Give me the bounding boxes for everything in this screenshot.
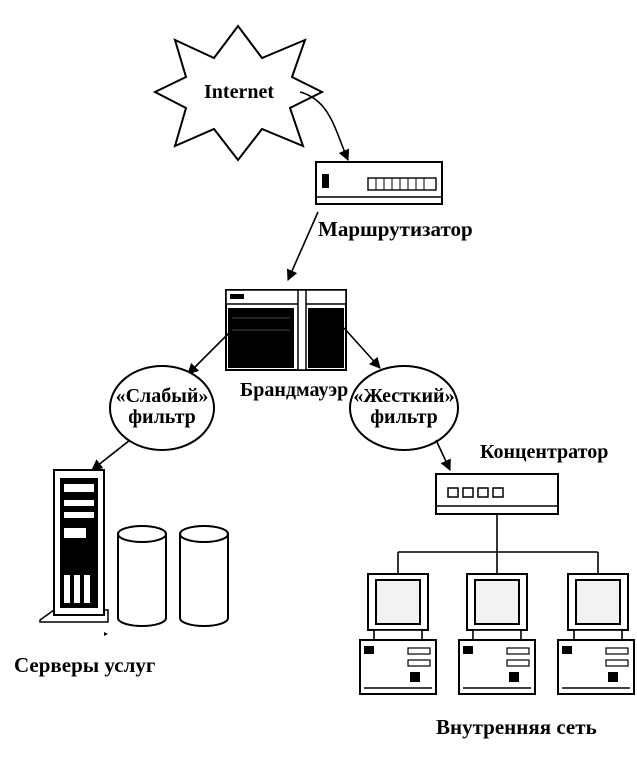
link-router-firewall [286, 211, 319, 282]
link-firewall-weak-filter [187, 329, 233, 375]
hub-device [435, 473, 559, 515]
link-internet-router [299, 91, 350, 162]
internal-network-label: Внутренняя сеть [436, 715, 597, 739]
link-firewall-strong-filter [343, 327, 381, 369]
link-weak-filter-server [91, 439, 131, 471]
internet-label: Internet [204, 81, 274, 103]
router-device [315, 161, 443, 205]
weak-filter-label: «Слабый» фильтр [110, 386, 214, 428]
internet-star-shape [152, 24, 325, 162]
weak-filter-ellipse [109, 365, 215, 451]
strong-filter-line-1: «Жесткий» [353, 385, 455, 407]
firewall-device [225, 289, 347, 371]
strong-filter-label: «Жесткий» фильтр [350, 386, 458, 428]
lan-bus [397, 514, 599, 574]
server-tower [39, 469, 109, 623]
servers-label: Серверы услуг [14, 653, 156, 677]
weak-filter-line-1: «Слабый» [115, 385, 209, 407]
link-strong-filter-hub [435, 439, 451, 472]
strong-filter-ellipse [349, 365, 459, 451]
router-label: Маршрутизатор [318, 217, 473, 241]
hub-label: Концентратор [480, 441, 609, 463]
storage-cylinder-1 [117, 525, 167, 627]
workstation-2 [458, 573, 536, 695]
workstation-1 [359, 573, 437, 695]
stray-mark [104, 632, 108, 636]
strong-filter-line-2: фильтр [370, 406, 438, 428]
storage-cylinder-2 [179, 525, 229, 627]
weak-filter-line-2: фильтр [128, 406, 196, 428]
firewall-label: Брандмауэр [240, 379, 349, 401]
workstation-3 [557, 573, 635, 695]
